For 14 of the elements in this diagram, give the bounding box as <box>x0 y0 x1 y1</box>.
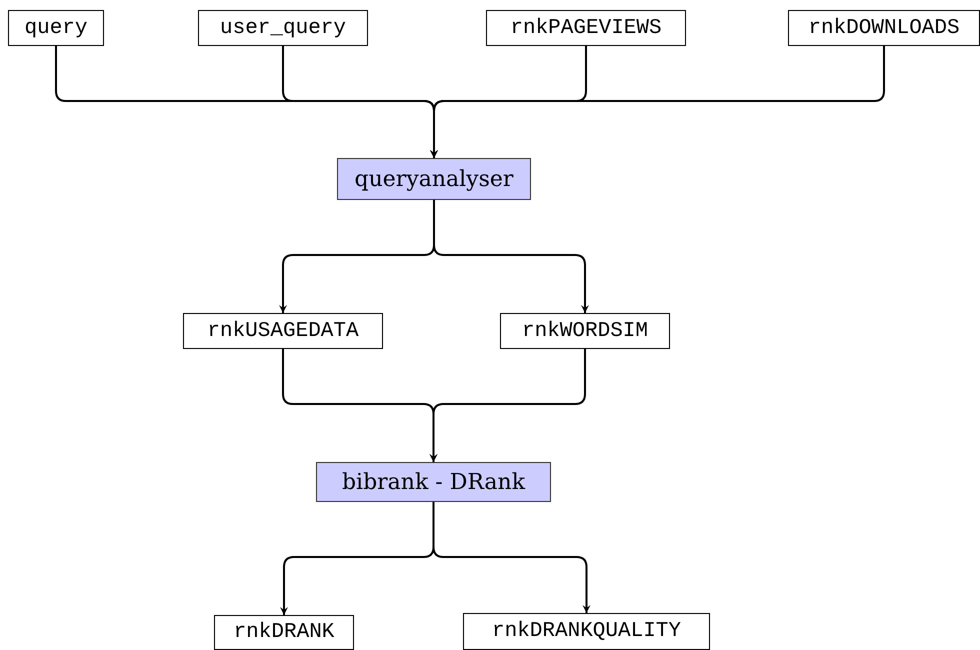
process-box: query <box>8 10 104 46</box>
process-box: user_query <box>198 10 368 46</box>
module-box: bibrank - DRank <box>316 462 551 502</box>
arrow <box>433 200 589 313</box>
process-box: rnkUSAGEDATA <box>183 313 383 349</box>
process-box: rnkDRANKQUALITY <box>463 613 710 650</box>
arrow <box>430 349 586 462</box>
process-box: rnkDRANK <box>214 615 354 650</box>
arrow <box>430 46 885 158</box>
process-box: rnkPAGEVIEWS <box>486 10 686 46</box>
module-box: queryanalyser <box>337 158 531 200</box>
process-box: rnkDOWNLOADS <box>788 10 980 46</box>
process-box: rnkWORDSIM <box>500 313 670 349</box>
arrow <box>432 502 590 613</box>
